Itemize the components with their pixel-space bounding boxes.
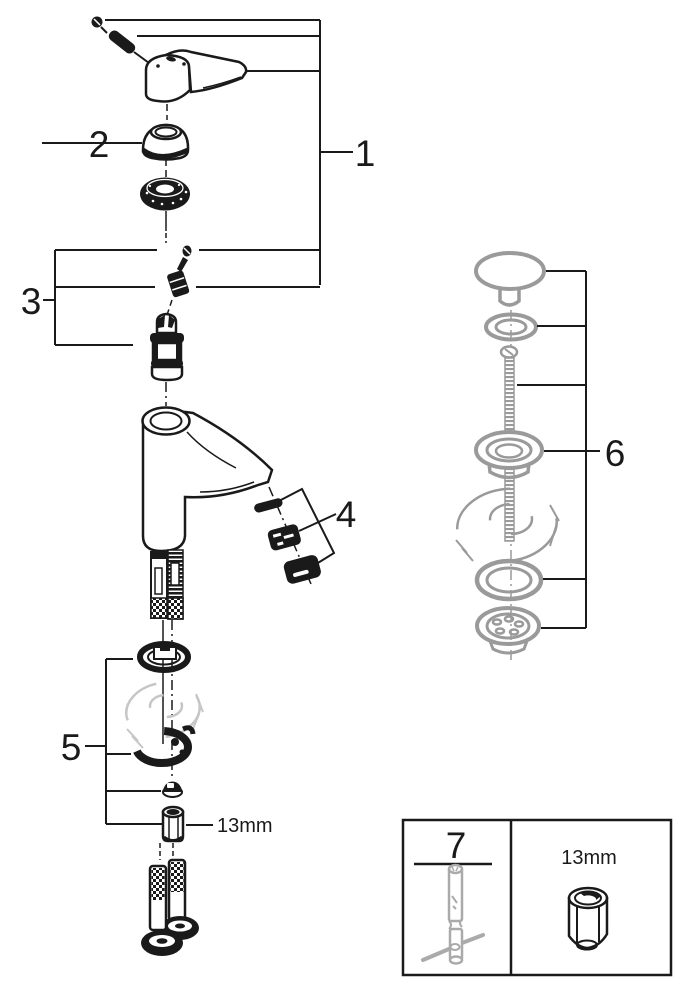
callout-bracket-1 xyxy=(55,19,353,288)
callout-4-label: 4 xyxy=(336,494,357,535)
cartridge xyxy=(150,312,184,382)
callout-bracket-5 xyxy=(85,658,162,825)
drain-strainer xyxy=(475,606,541,655)
mounting-horseshoe xyxy=(132,725,196,767)
callout-1-label: 1 xyxy=(355,133,376,174)
faucet-body xyxy=(141,406,274,553)
drain-plug xyxy=(474,251,546,307)
dome-nut xyxy=(162,781,183,798)
aerator-housing xyxy=(283,555,321,584)
drain-flange xyxy=(474,430,544,480)
supply-shanks xyxy=(150,549,184,620)
drain-oring xyxy=(484,312,538,342)
callout-2-label: 2 xyxy=(89,124,110,165)
drain-seal xyxy=(474,558,544,602)
base-gasket xyxy=(137,641,191,673)
handle-ferrule xyxy=(108,30,150,64)
callout-bracket-6 xyxy=(517,270,600,629)
cartridge-adapter xyxy=(167,270,190,298)
nut-size-label: 13mm xyxy=(217,815,273,837)
supply-hoses xyxy=(141,843,199,956)
cap-ring xyxy=(141,123,190,161)
lever-handle xyxy=(144,49,248,103)
handle-screw xyxy=(91,16,108,34)
mounting-nut xyxy=(161,805,185,843)
socket-tool xyxy=(421,863,485,965)
aerator-insert xyxy=(267,524,301,551)
callout-bracket-3 xyxy=(43,250,133,346)
callout-7-label: 7 xyxy=(446,825,467,866)
callout-bracket-4 xyxy=(276,487,337,567)
phantom-washer xyxy=(125,681,204,749)
socket-nut-13mm xyxy=(567,886,609,951)
cartridge-screw xyxy=(177,245,192,272)
centerline xyxy=(166,299,173,316)
threaded-ring xyxy=(140,177,190,211)
callout-6-label: 6 xyxy=(605,433,626,474)
aerator-oring xyxy=(254,498,283,513)
box-nut-size-label: 13mm xyxy=(561,847,617,869)
callout-3-label: 3 xyxy=(21,281,42,322)
callout-5-label: 5 xyxy=(61,727,82,768)
